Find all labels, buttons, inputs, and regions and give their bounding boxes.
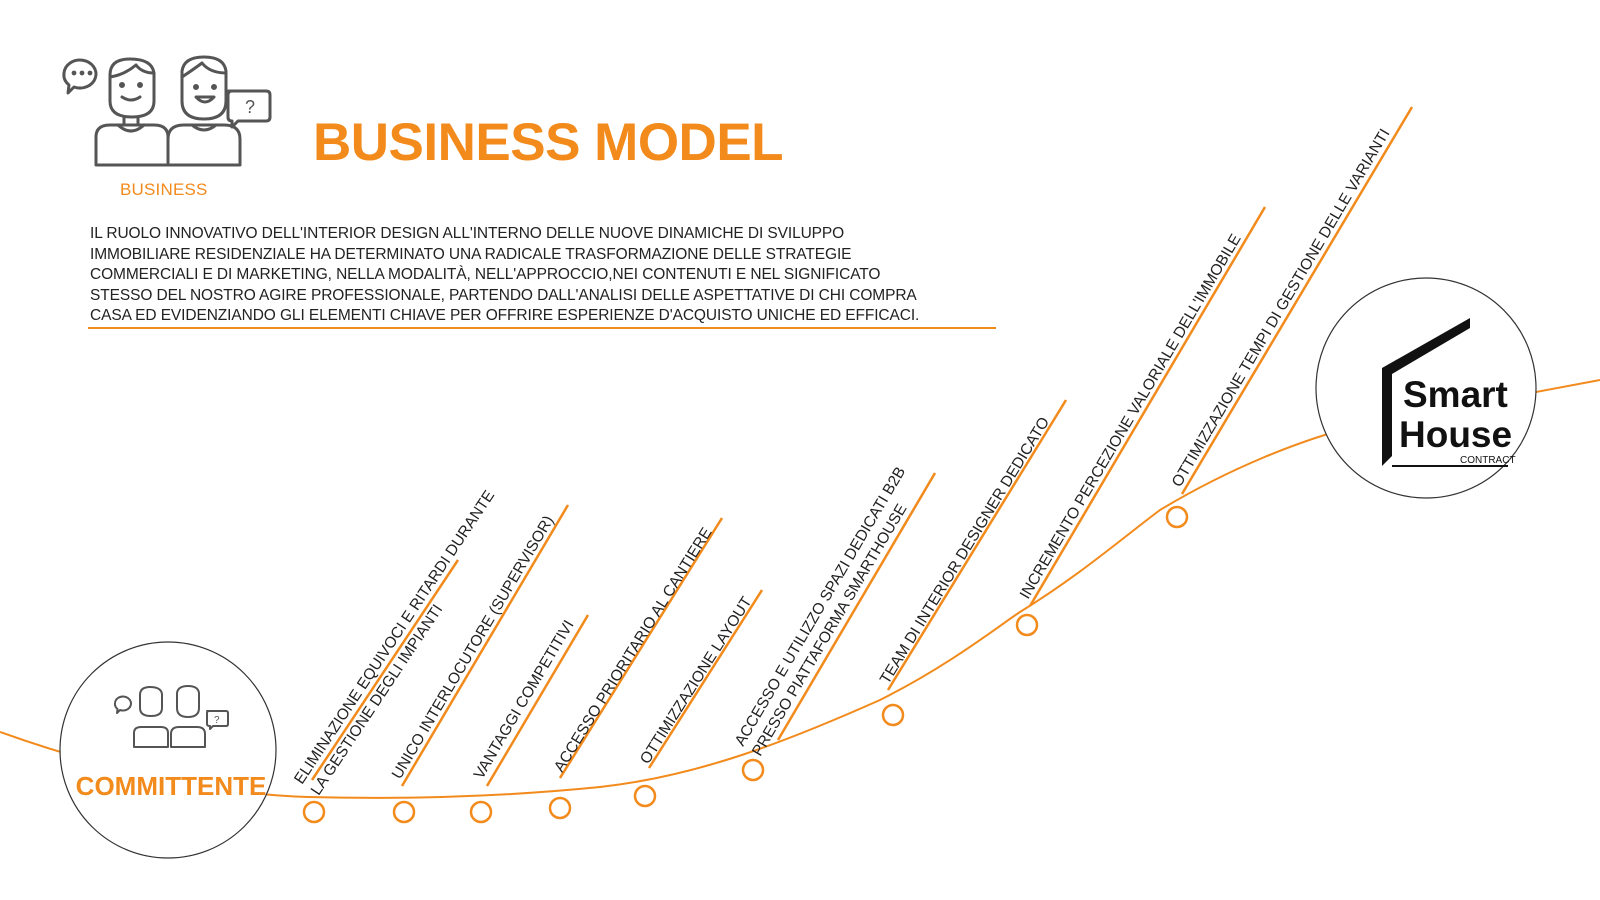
step-6: ACCESSO E UTILIZZO SPAZI DEDICATI B2B PR… (732, 464, 937, 782)
step-1-label-line-2: LA GESTIONE DEGLI IMPIANTI (308, 602, 447, 799)
step-2-marker (392, 800, 416, 824)
logo-subtext: CONTRACT (1460, 455, 1516, 466)
svg-text:?: ? (214, 715, 220, 726)
committente-people-icon (113, 685, 229, 748)
intro-underline (88, 327, 996, 329)
step-7-label: TEAM DI INTERIOR DESIGNER DEDICATO (877, 414, 1053, 687)
icon-caption: BUSINESS (120, 180, 208, 199)
step-4-label: ACCESSO PRIORITARIO AL CANTIERE (551, 525, 716, 775)
step-7-marker (881, 703, 905, 727)
intro-line-4: STESSO DEL NOSTRO AGIRE PROFESSIONALE, P… (90, 286, 917, 304)
step-3-marker (469, 800, 493, 824)
step-3: VANTAGGI COMPETITIVI (469, 614, 590, 824)
step-1-marker (302, 800, 326, 824)
step-4-marker (548, 796, 572, 820)
logo-text-smart: Smart (1403, 374, 1508, 415)
step-6-marker (741, 758, 765, 782)
intro-line-2: IMMOBILIARE RESIDENZIALE HA DETERMINATO … (90, 245, 852, 263)
start-node-label: COMMITTENTE (76, 771, 267, 801)
intro-line-5: CASA ED EVIDENZIANDO GLI ELEMENTI CHIAVE… (90, 307, 920, 324)
svg-text:?: ? (245, 97, 255, 117)
business-people-icon: ? (62, 55, 272, 167)
start-node: ? COMMITTENTE (59, 641, 277, 859)
intro-line-1: IL RUOLO INNOVATIVO DELL'INTERIOR DESIGN… (90, 225, 845, 242)
step-1-label-line-1: ELIMINAZIONE EQUIVOCI E RITARDI DURANTE (291, 488, 498, 788)
page-title: BUSINESS MODEL (313, 113, 784, 172)
house-logo-icon (1382, 318, 1470, 466)
step-5-marker (633, 784, 657, 808)
svg-text:TEAM DI INTERIOR DESIGNER DEDI: TEAM DI INTERIOR DESIGNER DEDICATO (877, 414, 1053, 687)
intro-paragraph: IL RUOLO INNOVATIVO DELL'INTERIOR DESIGN… (90, 224, 1010, 327)
end-node: Smart House CONTRACT (1315, 277, 1537, 499)
step-9-marker (1165, 505, 1189, 529)
step-8-marker (1015, 613, 1039, 637)
svg-text:ACCESSO PRIORITARIO AL CANTIER: ACCESSO PRIORITARIO AL CANTIERE (551, 525, 716, 775)
intro-line-3: COMMERCIALI E DI MARKETING, NELLA MODALI… (90, 266, 881, 283)
step-6-label-line-1: ACCESSO E UTILIZZO SPAZI DEDICATI B2B (732, 464, 909, 749)
speech-dots-icon (62, 58, 98, 95)
logo-text-house: House (1399, 414, 1512, 455)
journey-curve (0, 379, 1600, 799)
question-bubble-icon (226, 89, 272, 129)
